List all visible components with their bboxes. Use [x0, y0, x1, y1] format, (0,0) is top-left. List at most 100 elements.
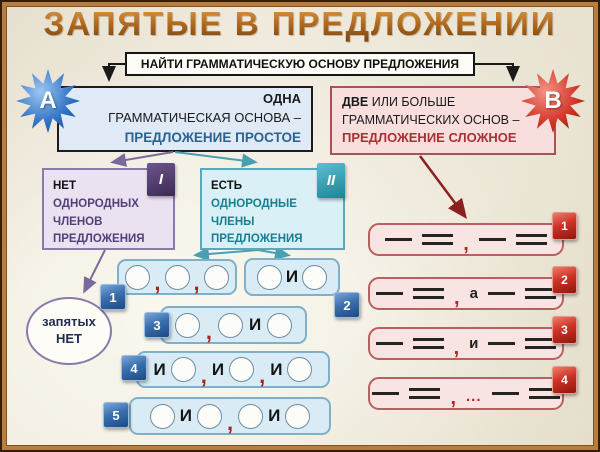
predicate-line	[524, 288, 556, 299]
comma-mark: ,	[154, 269, 161, 295]
note-line2: НЕТ	[56, 331, 82, 346]
complex-pattern-row-1: ,	[368, 223, 564, 256]
conjunction-i: И	[211, 359, 225, 379]
roman-numeral-tab-i: I	[147, 163, 175, 196]
connector-a-to-case-no	[110, 151, 174, 167]
row-number-badge-1: 1	[100, 284, 126, 310]
complex-line1: ДВЕ ИЛИ БОЛЬШЕ	[342, 93, 554, 111]
homogeneous-member-circle	[196, 403, 222, 429]
case-yes-line: ОДНОРОДНЫЕ	[211, 197, 297, 210]
predicate-line	[515, 234, 547, 245]
complex-line2: ГРАММАТИЧЕСКИХ ОСНОВ –	[342, 113, 520, 128]
ellipsis-mark: ...	[466, 388, 482, 405]
homogeneous-member-circle	[125, 264, 151, 290]
conjunction-a: а	[469, 285, 478, 302]
case-no-line: ЧЛЕНОВ	[53, 215, 103, 228]
case-yes-line: ПРЕДЛОЖЕНИЯ	[211, 233, 303, 246]
complex-sentence-box: ДВЕ ИЛИ БОЛЬШЕ ГРАММАТИЧЕСКИХ ОСНОВ – ПР…	[330, 86, 556, 155]
homogeneous-member-circle	[267, 312, 293, 338]
homogeneous-member-circle	[174, 312, 200, 338]
predicate-line	[409, 388, 441, 399]
page-title: ЗАПЯТЫЕ В ПРЕДЛОЖЕНИИ	[0, 5, 600, 43]
subject-line	[385, 237, 413, 242]
homogeneous-member-circle	[256, 264, 282, 290]
simple-pattern-row-5: И, И	[129, 397, 331, 435]
star-a-letter: А	[39, 87, 57, 114]
predicate-line	[422, 234, 454, 245]
homogeneous-member-circle	[287, 357, 313, 382]
star-b-letter: В	[544, 87, 562, 114]
row-number-badge-5: 5	[103, 402, 129, 428]
comma-mark: ,	[453, 337, 460, 359]
subject-line	[375, 341, 403, 346]
simple-pattern-row-2: И	[244, 258, 340, 296]
simple-pattern-row-4: И,И,И	[136, 351, 330, 388]
subject-line	[376, 291, 404, 296]
conjunction-i: И	[285, 267, 299, 286]
complex-pattern-row-2: ,а	[368, 277, 564, 310]
predicate-line	[525, 338, 557, 349]
conjunction-i: И	[270, 359, 283, 379]
note-line1: запятых	[42, 314, 96, 330]
complex-row-number-badge-3: 3	[552, 316, 577, 344]
comma-mark: ,	[200, 362, 207, 388]
complex-row-number-badge-4: 4	[552, 366, 577, 394]
complex-row-number-badge-2: 2	[552, 266, 577, 294]
homogeneous-member-circle	[164, 264, 190, 290]
comma-mark: ,	[454, 287, 460, 309]
complex-pattern-row-3: ,и	[368, 327, 564, 360]
case-no-line: ОДНОРОДНЫХ	[53, 197, 139, 210]
conjunction-i: И	[268, 406, 281, 425]
case-yes-line: ЧЛЕНЫ	[211, 215, 255, 228]
predicate-line	[413, 288, 445, 299]
subject-line	[488, 341, 516, 346]
simple-line2: ГРАММАТИЧЕСКАЯ ОСНОВА –	[108, 110, 301, 126]
case-yes-head: ЕСТЬ	[211, 180, 242, 192]
homogeneous-member-circle	[217, 312, 243, 338]
predicate-line	[528, 388, 560, 399]
complex-pattern-row-4: ,...	[368, 377, 564, 410]
homogeneous-member-circle	[149, 403, 175, 429]
homogeneous-member-circle	[238, 403, 264, 429]
comma-mark: ,	[226, 409, 234, 435]
predicate-line	[412, 338, 444, 349]
no-homogeneous-box: НЕТ ОДНОРОДНЫХ ЧЛЕНОВ ПРЕДЛОЖЕНИЯ	[42, 168, 175, 250]
no-commas-ellipse: запятых НЕТ	[26, 297, 112, 365]
conjunction-i: И	[179, 406, 192, 425]
subject-line	[372, 391, 400, 396]
homogeneous-member-circle	[170, 357, 196, 382]
comma-mark: ,	[463, 233, 469, 255]
subject-line	[491, 391, 519, 396]
comma-mark: ,	[193, 269, 200, 295]
simple-pattern-row-3: ,И	[160, 306, 307, 344]
subject-line	[478, 237, 506, 242]
case-no-line: ПРЕДЛОЖЕНИЯ	[53, 233, 145, 246]
simple-line1: ОДНА	[263, 91, 301, 107]
connector-case-yes-to-row1	[193, 247, 259, 261]
comma-mark: ,	[259, 362, 266, 388]
homogeneous-member-circle	[203, 264, 229, 290]
complex-line1-bold: ДВЕ	[342, 94, 369, 109]
subject-line	[487, 291, 515, 296]
conjunction-i: И	[248, 315, 262, 334]
case-no-head: НЕТ	[53, 180, 76, 192]
simple-sentence-box: ОДНА ГРАММАТИЧЕСКАЯ ОСНОВА – ПРЕДЛОЖЕНИЕ…	[57, 86, 313, 152]
connector-instruction-to-a	[102, 63, 125, 82]
homogeneous-member-circle	[229, 357, 255, 382]
row-number-badge-2: 2	[334, 292, 360, 318]
row-number-badge-3: 3	[144, 312, 170, 338]
simple-pattern-row-1: ,,	[117, 259, 237, 295]
connector-b-to-row1	[418, 155, 467, 220]
row-number-badge-4: 4	[121, 355, 147, 381]
conjunction-i: и	[469, 335, 479, 352]
homogeneous-member-circle	[302, 264, 328, 290]
roman-numeral-tab-ii: II	[317, 163, 345, 198]
conjunction-i: И	[153, 359, 166, 379]
instruction-text: НАЙТИ ГРАММАТИЧЕСКУЮ ОСНОВУ ПРЕДЛОЖЕНИЯ	[140, 57, 460, 71]
connector-instruction-to-b	[475, 63, 520, 82]
homogeneous-member-circle	[285, 403, 311, 429]
instruction-box: НАЙТИ ГРАММАТИЧЕСКУЮ ОСНОВУ ПРЕДЛОЖЕНИЯ	[125, 52, 475, 76]
connector-case-no-to-note	[83, 249, 106, 294]
